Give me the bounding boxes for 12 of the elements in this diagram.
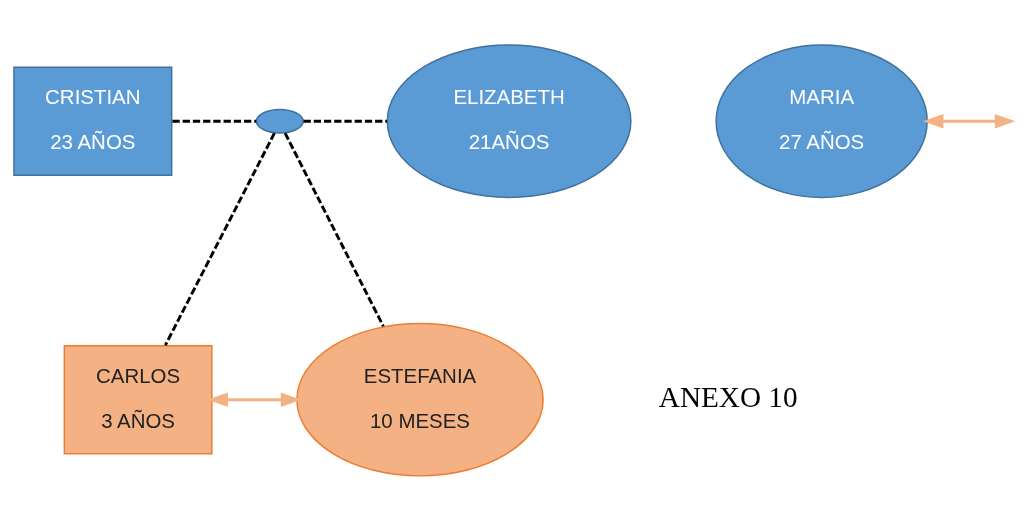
connector bbox=[283, 132, 385, 328]
label: ANEXO 10 bbox=[658, 381, 798, 414]
node-ellipse: ESTEFANIA 10 MESES bbox=[296, 322, 544, 477]
node-ellipse: MARIA 27 AÑOS bbox=[715, 44, 928, 199]
node-box: CRISTIAN 23 AÑOS bbox=[13, 66, 173, 177]
arrow bbox=[922, 114, 1016, 129]
node-ellipse: ELIZABETH 21AÑOS bbox=[386, 44, 632, 199]
connector bbox=[172, 119, 257, 123]
connector bbox=[303, 119, 387, 123]
node-circle bbox=[255, 108, 304, 134]
connector bbox=[164, 132, 276, 346]
node-box: CARLOS 3 AÑOS bbox=[63, 344, 213, 455]
